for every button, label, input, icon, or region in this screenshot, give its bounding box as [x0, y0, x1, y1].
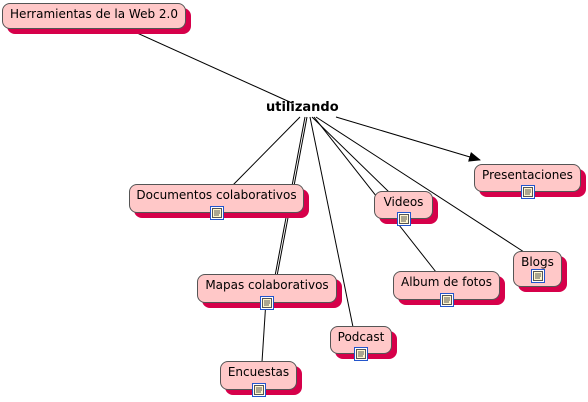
concept-presentaciones-label: Presentaciones — [482, 168, 573, 182]
document-icon[interactable] — [260, 296, 274, 310]
concept-album-de-fotos[interactable]: Album de fotos — [393, 271, 500, 307]
document-icon[interactable] — [520, 185, 535, 199]
concept-album-label: Album de fotos — [401, 275, 492, 289]
concept-encuestas-label: Encuestas — [227, 365, 290, 379]
concept-blogs[interactable]: Blogs — [513, 251, 562, 287]
connector-phrase-to-videos — [311, 116, 391, 194]
concept-videos[interactable]: Videos — [374, 191, 433, 226]
concept-root[interactable]: Herramientas de la Web 2.0 — [2, 3, 186, 29]
document-icon[interactable] — [439, 293, 454, 307]
concept-videos-label: Videos — [383, 195, 424, 209]
connector-phrase-to-encuestas — [261, 299, 267, 363]
connector-phrase-to-presentaciones — [335, 116, 481, 162]
document-icon[interactable] — [251, 383, 266, 397]
connector-root-to-phrase — [125, 27, 293, 104]
concept-encuestas[interactable]: Encuestas — [220, 361, 297, 397]
linking-phrase: utilizando — [266, 100, 339, 115]
connector-phrase-to-podcast — [309, 116, 354, 328]
document-icon[interactable] — [209, 206, 224, 220]
document-icon[interactable] — [396, 212, 411, 226]
concept-mapas-label: Mapas colaborativos — [205, 278, 329, 292]
concept-podcast[interactable]: Podcast — [330, 326, 392, 361]
connector-phrase-to-documentos — [231, 116, 301, 187]
concept-mapas-colaborativos[interactable]: Mapas colaborativos — [197, 274, 337, 310]
concept-documentos-colaborativos[interactable]: Documentos colaborativos — [129, 184, 304, 220]
concept-blogs-label: Blogs — [521, 255, 554, 269]
document-icon[interactable] — [530, 269, 545, 283]
concept-presentaciones[interactable]: Presentaciones — [474, 164, 581, 199]
concept-documentos-label: Documentos colaborativos — [136, 188, 297, 202]
connector-phrase-to-blogs — [315, 116, 525, 253]
document-icon[interactable] — [354, 347, 368, 361]
concept-root-label: Herramientas de la Web 2.0 — [10, 7, 178, 21]
concept-podcast-label: Podcast — [337, 330, 385, 344]
